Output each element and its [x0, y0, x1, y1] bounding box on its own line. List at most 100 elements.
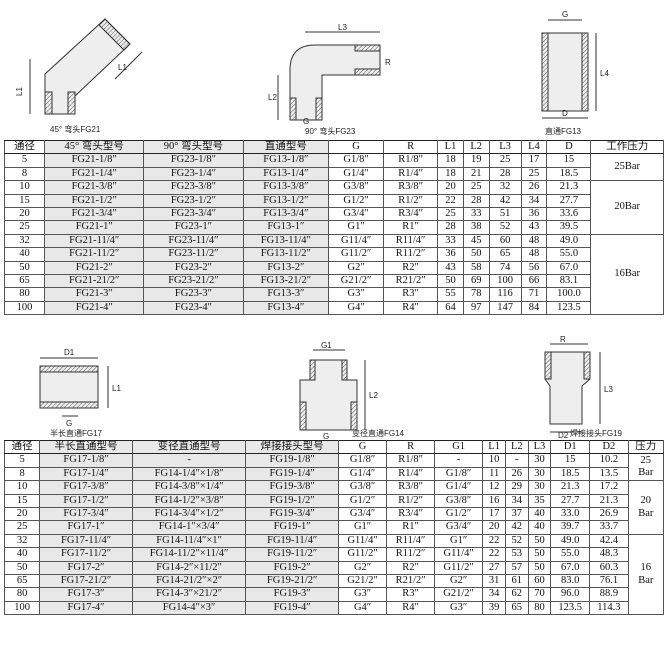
table-cell: G21/2″ — [433, 587, 484, 602]
table-cell: 25 — [3, 520, 41, 535]
table-cell: FG21-2″ — [44, 260, 145, 276]
table-cell: R2″ — [383, 260, 439, 276]
table-cell: 66 — [520, 274, 548, 289]
header-cell: R — [386, 439, 435, 455]
table-cell: 5 — [3, 453, 41, 468]
table-cell: 55.0 — [550, 547, 591, 562]
table-cell: FG21-1/4″ — [44, 166, 145, 182]
table-cell: 49.0 — [550, 533, 591, 549]
table-cell: R21/2″ — [383, 274, 439, 289]
table-cell: 27 — [482, 560, 506, 576]
table-cell: FG21-4″ — [44, 300, 145, 316]
table-cell: G1/4″ — [328, 166, 385, 182]
table-cell: 65 — [3, 574, 41, 589]
table-cell: G1″ — [433, 533, 484, 549]
table-cell: 100 — [488, 274, 522, 289]
table-cell: FG14-2″×11/2″ — [131, 560, 247, 576]
table-cell: FG13-1/8″ — [242, 153, 330, 168]
table-cell: FG23-2″ — [143, 260, 244, 276]
table-cell: FG14-3″×21/2″ — [131, 587, 247, 602]
table-cell: G1″ — [337, 520, 388, 535]
table-cell: R4″ — [383, 300, 439, 316]
table-cell: FG17-1/4″ — [39, 466, 133, 482]
table-cell: FG13-3/8″ — [242, 180, 330, 195]
table-cell: FG17-1/8″ — [39, 453, 133, 468]
table-cell: 50 — [527, 533, 552, 549]
table-cell: FG13-4″ — [242, 300, 330, 316]
table-cell: 26 — [504, 466, 529, 482]
table-cell: 18 — [437, 166, 464, 182]
table-cell: 25 — [437, 207, 464, 222]
fig13-dim-d: D — [562, 109, 568, 118]
pressure-cell: 16Bar — [590, 233, 664, 316]
table-cell: FG17-3/8″ — [39, 480, 133, 495]
header-cell: L3 — [488, 139, 522, 155]
header-cell: G1 — [433, 439, 484, 455]
table-cell: 25 — [3, 220, 46, 235]
fig13-dim-l4: L4 — [600, 69, 609, 78]
table-cell: 43 — [437, 260, 464, 276]
table-cell: G3/4″ — [328, 207, 385, 222]
table-cell: 32 — [3, 533, 41, 549]
table-cell: FG14-11/4″×1″ — [131, 533, 247, 549]
table-cell: 61 — [504, 574, 529, 589]
table-cell: 116 — [488, 287, 522, 302]
fig19-dim-l3: L3 — [604, 385, 613, 394]
fig19-dim-d2: D2 — [558, 431, 569, 438]
table-cell: 39.7 — [550, 520, 591, 535]
header-cell: 45° 弯头型号 — [44, 139, 145, 155]
table-cell: FG14-1/4″×1/8″ — [131, 466, 247, 482]
table-cell: FG19-3″ — [245, 587, 339, 602]
table-cell: R1/4″ — [386, 466, 435, 482]
table-cell: FG19-1/4″ — [245, 466, 339, 482]
fig17-drawing: D1 L1 G — [39, 348, 121, 428]
table-cell: 39.5 — [546, 220, 592, 235]
table-cell: FG17-3/4″ — [39, 507, 133, 522]
table-cell: 71 — [520, 287, 548, 302]
table-cell: 15 — [546, 153, 592, 168]
table-cell: FG19-4″ — [245, 600, 339, 616]
table-cell: 114.3 — [589, 600, 629, 616]
table-cell: FG14-4″×3″ — [131, 600, 247, 616]
table-cell: FG14-3/4″×1/2″ — [131, 507, 247, 522]
fig17-dim-l1: L1 — [112, 384, 121, 393]
table-cell: 55 — [437, 287, 464, 302]
table-cell: 33.7 — [589, 520, 629, 535]
table-cell: 33.0 — [550, 507, 591, 522]
table-cell: 30 — [527, 466, 552, 482]
table-cell: 21 — [462, 166, 490, 182]
table-cell: 21.3 — [589, 493, 629, 509]
table-cell: 34 — [504, 493, 529, 509]
table-cell: G11/2″ — [433, 560, 484, 576]
fig14-dim-g1: G1 — [321, 341, 332, 350]
table-cell: 22 — [482, 533, 506, 549]
table-cell: 88.9 — [589, 587, 629, 602]
table-cell: 83.0 — [550, 574, 591, 589]
table-cell: R1/8″ — [386, 453, 435, 468]
table-cell: FG13-3/4″ — [242, 207, 330, 222]
table-cell: FG14-21/2″×2″ — [131, 574, 247, 589]
table-cell: G3″ — [337, 587, 388, 602]
table-cell: FG21-21/2″ — [44, 274, 145, 289]
table-cell: G3″ — [328, 287, 385, 302]
table-cell: FG14-1″×3/4″ — [131, 520, 247, 535]
table-cell: 22 — [437, 193, 464, 209]
header-cell: 变径直通型号 — [131, 439, 247, 455]
table-cell: 55.0 — [546, 247, 592, 262]
table-cell: 51 — [488, 207, 522, 222]
table-cell: G11/4″ — [433, 547, 484, 562]
table-cell: FG21-1/8″ — [44, 153, 145, 168]
table-cell: 15 — [550, 453, 591, 468]
table-cell: R1/4″ — [383, 166, 439, 182]
table-cell: - — [433, 453, 484, 468]
table-cell: 10 — [3, 180, 46, 195]
table-cell: 18.5 — [550, 466, 591, 482]
